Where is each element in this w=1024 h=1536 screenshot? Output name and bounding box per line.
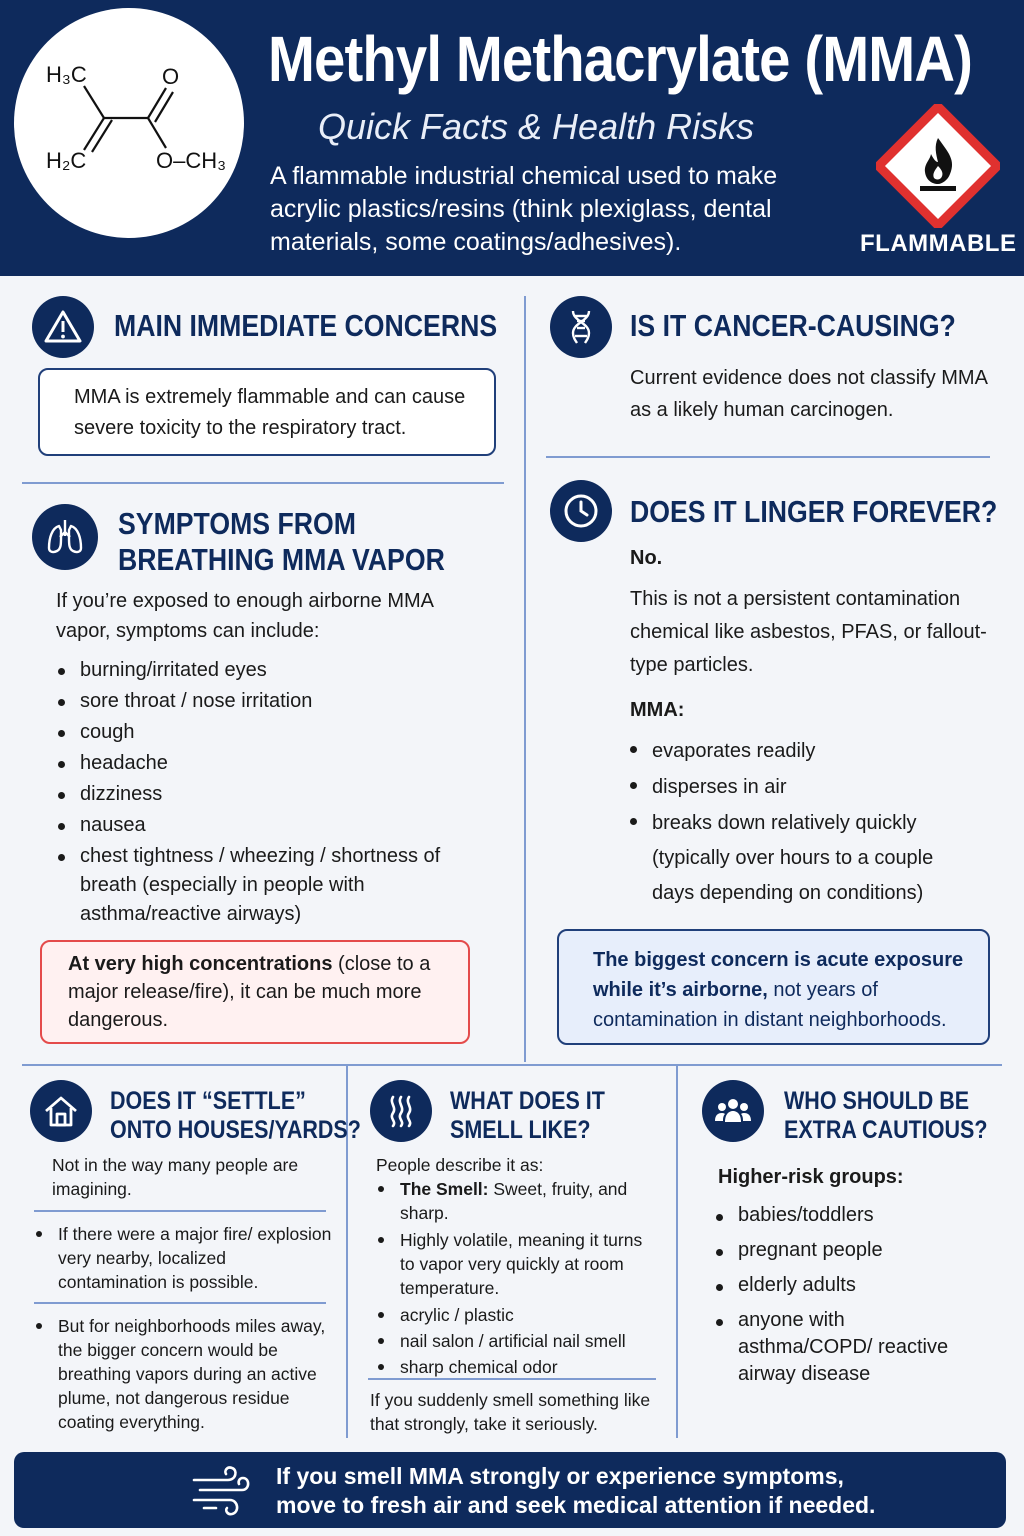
cancer-text: Current evidence does not classify MMA a… xyxy=(630,367,987,421)
people-group-icon xyxy=(702,1080,764,1142)
list-item: chest tightness / wheezing / shortness o… xyxy=(56,842,496,929)
smell-bold: The Smell: xyxy=(400,1179,489,1199)
list-item: The Smell: Sweet, fruity, and sharp. xyxy=(376,1177,660,1225)
footer-line-1: If you smell MMA strongly or experience … xyxy=(276,1463,844,1489)
linger-heading: DOES IT LINGER FOREVER? xyxy=(630,494,998,529)
footer-text: If you smell MMA strongly or experience … xyxy=(276,1462,875,1520)
list-item: nausea xyxy=(56,811,496,840)
list-item: anyone with asthma/COPD/ reactive airway… xyxy=(714,1307,984,1388)
page-subtitle: Quick Facts & Health Risks xyxy=(318,106,755,147)
lungs-icon xyxy=(32,504,98,570)
divider xyxy=(34,1210,326,1212)
list-item: But for neighborhoods miles away, the bi… xyxy=(34,1314,334,1434)
odor-waves-icon xyxy=(370,1080,432,1142)
svg-text:O–CH₃: O–CH₃ xyxy=(156,148,226,173)
list-item: burning/irritated eyes xyxy=(56,656,496,685)
list-item: sharp chemical odor xyxy=(376,1355,660,1379)
list-item: cough xyxy=(56,718,496,747)
settle-intro: Not in the way many people are imagining… xyxy=(52,1155,299,1199)
linger-list: evaporates readily disperses in air brea… xyxy=(628,734,968,913)
symptoms-heading-line1: SYMPTOMS FROM xyxy=(118,506,356,541)
divider xyxy=(368,1378,656,1380)
symptoms-list: burning/irritated eyes sore throat / nos… xyxy=(56,656,496,931)
list-item: pregnant people xyxy=(714,1237,984,1264)
caution-label: Higher-risk groups: xyxy=(718,1166,904,1188)
caution-list: babies/toddlers pregnant people elderly … xyxy=(714,1202,984,1390)
warning-rest: (close to a major release/fire), it can … xyxy=(68,953,431,1031)
house-icon xyxy=(30,1080,92,1142)
column-divider xyxy=(676,1066,678,1438)
intro-text: A flammable industrial chemical used to … xyxy=(270,162,778,256)
list-item: If there were a major fire/ explosion ve… xyxy=(34,1222,334,1294)
list-item: Highly volatile, meaning it turns to vap… xyxy=(376,1228,660,1300)
list-item: headache xyxy=(56,749,496,778)
note-rest: not years of contamination in distant ne… xyxy=(593,979,947,1031)
smell-heading-line1: WHAT DOES IT xyxy=(450,1087,605,1115)
dna-icon xyxy=(550,296,612,358)
symptoms-heading-line2: BREATHING MMA VAPOR xyxy=(118,542,445,577)
caution-heading-line1: WHO SHOULD BE xyxy=(784,1087,970,1115)
wind-icon xyxy=(190,1462,252,1520)
footer-line-2: move to fresh air and seek medical atten… xyxy=(276,1492,876,1518)
page-title: Methyl Methacrylate (MMA) xyxy=(268,23,973,95)
list-item: babies/toddlers xyxy=(714,1202,984,1229)
smell-list: The Smell: Sweet, fruity, and sharp. Hig… xyxy=(376,1177,660,1379)
hazard-label: FLAMMABLE xyxy=(860,230,1017,257)
mma-label: MMA: xyxy=(630,699,685,721)
settle-heading-line1: DOES IT “SETTLE” xyxy=(110,1087,306,1115)
smell-note: If you suddenly smell something like tha… xyxy=(370,1390,651,1434)
list-item: acrylic / plastic xyxy=(376,1303,660,1327)
divider xyxy=(22,482,504,484)
molecule-structure-icon: H₃C O H₂C O–CH₃ xyxy=(46,62,226,173)
acute-exposure-note-text: The biggest concern is acute exposure wh… xyxy=(593,945,973,1035)
list-item: breaks down relatively quickly (typicall… xyxy=(628,806,968,911)
immediate-concerns-box: MMA is extremely flammable and can cause… xyxy=(38,368,496,456)
column-divider xyxy=(524,296,526,1062)
header-banner: H₃C O H₂C O–CH₃ Methyl Methacrylate (MMA… xyxy=(0,0,1024,276)
footer-banner: If you smell MMA strongly or experience … xyxy=(14,1452,1006,1528)
list-item: nail salon / artificial nail smell xyxy=(376,1329,660,1353)
svg-text:O: O xyxy=(162,64,179,89)
acute-exposure-note-box: The biggest concern is acute exposure wh… xyxy=(557,929,990,1045)
note-bold: The biggest concern is acute exposure wh… xyxy=(593,949,964,1001)
flammable-hazard-icon xyxy=(872,100,1004,232)
clock-icon xyxy=(550,480,612,542)
list-item: elderly adults xyxy=(714,1272,984,1299)
svg-text:H₂C: H₂C xyxy=(46,148,86,173)
column-divider xyxy=(346,1066,348,1438)
high-concentration-warning-text: At very high concentrations (close to a … xyxy=(68,950,458,1034)
molecule-diagram: H₃C O H₂C O–CH₃ xyxy=(14,8,244,238)
linger-answer: No. xyxy=(630,547,663,569)
smell-intro: People describe it as: xyxy=(376,1155,544,1175)
list-item: dizziness xyxy=(56,780,496,809)
linger-text: This is not a persistent contamination c… xyxy=(630,588,987,676)
list-item: disperses in air xyxy=(628,770,968,804)
smell-rest: Sweet, fruity, and sharp. xyxy=(400,1179,628,1223)
warning-bold: At very high concentrations xyxy=(68,953,333,975)
cancer-heading: IS IT CANCER-CAUSING? xyxy=(630,308,956,343)
immediate-concerns-text: MMA is extremely flammable and can cause… xyxy=(74,386,466,439)
svg-text:H₃C: H₃C xyxy=(46,62,87,87)
list-item: evaporates readily xyxy=(628,734,968,768)
settle-list-2: But for neighborhoods miles away, the bi… xyxy=(34,1314,334,1434)
divider xyxy=(546,456,990,458)
immediate-concerns-heading: MAIN IMMEDIATE CONCERNS xyxy=(114,308,498,343)
symptoms-intro: If you’re exposed to enough airborne MMA… xyxy=(56,590,433,642)
smell-heading-line2: SMELL LIKE? xyxy=(450,1116,591,1144)
warning-triangle-icon xyxy=(32,296,94,358)
caution-heading-line2: EXTRA CAUTIOUS? xyxy=(784,1116,988,1144)
divider xyxy=(22,1064,1002,1066)
settle-heading-line2: ONTO HOUSES/YARDS? xyxy=(110,1116,361,1144)
list-item: sore throat / nose irritation xyxy=(56,687,496,716)
divider xyxy=(34,1302,326,1304)
settle-list-1: If there were a major fire/ explosion ve… xyxy=(34,1222,334,1294)
high-concentration-warning-box: At very high concentrations (close to a … xyxy=(40,940,470,1044)
